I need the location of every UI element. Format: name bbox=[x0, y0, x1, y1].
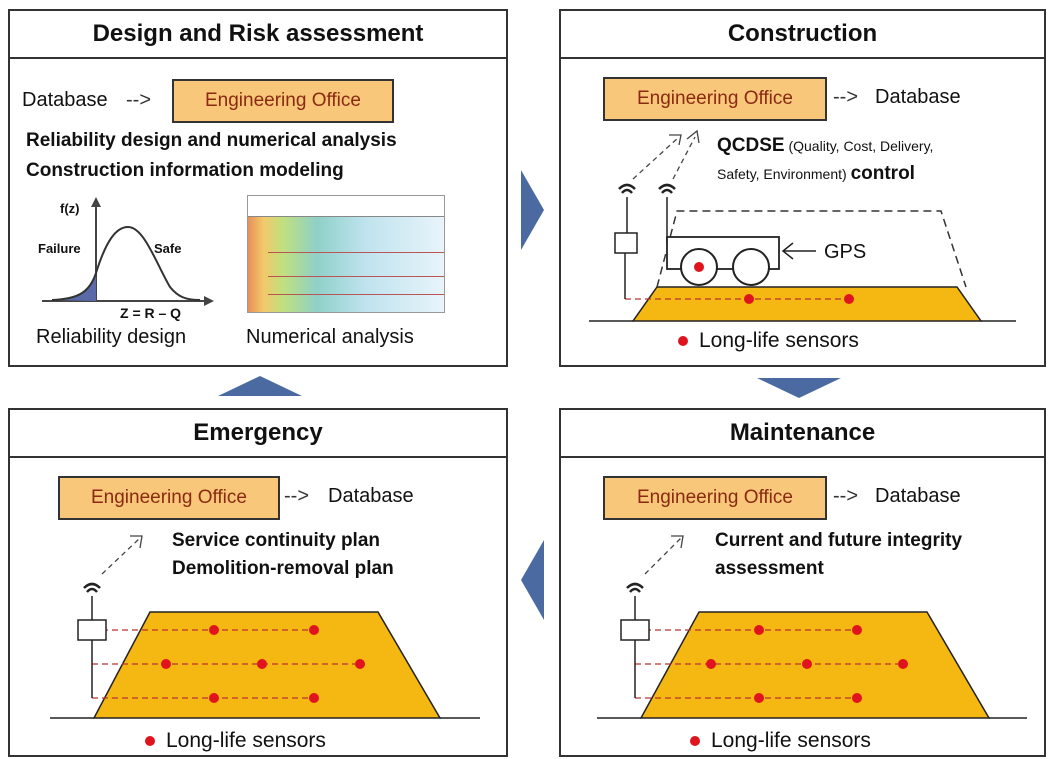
sensor-dot bbox=[257, 659, 267, 669]
emergency-line-1: Service continuity plan bbox=[172, 530, 380, 551]
maintenance-line-1: Current and future integrity bbox=[715, 530, 963, 551]
design-line-1: Reliability design and numerical analysi… bbox=[26, 130, 397, 151]
fz-label: f(z) bbox=[60, 201, 80, 216]
sensor-dot bbox=[209, 693, 219, 703]
sensors-legend-label: Long-life sensors bbox=[699, 329, 859, 352]
sensors-legend-label: Long-life sensors bbox=[166, 729, 326, 752]
panel-title: Construction bbox=[561, 11, 1044, 59]
database-label: Database bbox=[875, 485, 961, 507]
qcdse-detail: (Quality, Cost, Delivery, bbox=[788, 138, 934, 154]
dashed-arrow-icon: --> bbox=[833, 485, 858, 507]
arrow-left-icon bbox=[521, 540, 544, 620]
embankment-shape bbox=[639, 611, 991, 719]
sensor-dot bbox=[209, 625, 219, 635]
gps-label: GPS bbox=[824, 241, 867, 263]
panel-design: Design and Risk assessment Database --> … bbox=[8, 9, 508, 367]
sensor-dot bbox=[744, 294, 754, 304]
sensor-dot bbox=[754, 693, 764, 703]
arrow-down-icon bbox=[757, 378, 841, 398]
z-equation-label: Z = R – Q bbox=[120, 305, 182, 321]
panel-title: Design and Risk assessment bbox=[10, 11, 506, 59]
design-line-2: Construction information modeling bbox=[26, 160, 344, 181]
dashed-arrow-icon: --> bbox=[284, 485, 309, 507]
reliability-design-label: Reliability design bbox=[36, 326, 187, 348]
engineering-office-box: Engineering Office bbox=[603, 77, 827, 121]
panel-emergency: Emergency Engineering Office --> Databas… bbox=[8, 408, 508, 757]
embankment-shape bbox=[92, 611, 442, 719]
numerical-analysis-label: Numerical analysis bbox=[246, 326, 414, 348]
panel-maintenance: Maintenance Engineering Office --> Datab… bbox=[559, 408, 1046, 757]
sensors-legend-label: Long-life sensors bbox=[711, 729, 871, 752]
arrow-up-icon bbox=[218, 376, 302, 396]
sensor-legend-dot bbox=[690, 736, 700, 746]
engineering-office-box: Engineering Office bbox=[58, 476, 280, 520]
qcdse-detail-2: Safety, Environment) bbox=[717, 166, 847, 182]
dashed-arrow-icon: --> bbox=[833, 86, 858, 108]
construction-scene bbox=[589, 129, 1016, 346]
maintenance-line-2: assessment bbox=[715, 558, 824, 579]
sensor-dot bbox=[852, 693, 862, 703]
vehicle-wheel-icon bbox=[732, 248, 770, 286]
sensor-legend-dot bbox=[145, 736, 155, 746]
sensor-dot bbox=[161, 659, 171, 669]
panel-construction: Construction Engineering Office --> Data… bbox=[559, 9, 1046, 367]
engineering-office-box: Engineering Office bbox=[603, 476, 827, 520]
sensor-dot bbox=[706, 659, 716, 669]
sensor-dot bbox=[309, 693, 319, 703]
control-label: control bbox=[850, 163, 915, 184]
database-label: Database bbox=[22, 89, 108, 111]
wifi-icon bbox=[618, 183, 636, 194]
emergency-line-2: Demolition-removal plan bbox=[172, 558, 394, 579]
qcdse-label: QCDSE bbox=[717, 135, 785, 156]
sensor-dot bbox=[844, 294, 854, 304]
numerical-analysis-image bbox=[247, 195, 445, 313]
qcdse-text-2: Safety, Environment) control bbox=[717, 163, 915, 185]
arrow-right-icon bbox=[521, 170, 544, 250]
panel-title: Maintenance bbox=[561, 410, 1044, 458]
sensor-dot bbox=[355, 659, 365, 669]
qcdse-text: QCDSE (Quality, Cost, Delivery, bbox=[717, 135, 933, 157]
sensor-legend-dot bbox=[678, 336, 688, 346]
safe-label: Safe bbox=[154, 241, 182, 256]
maintenance-scene bbox=[597, 535, 1027, 746]
wifi-icon bbox=[83, 582, 101, 593]
database-label: Database bbox=[875, 86, 961, 108]
sensor-dot bbox=[309, 625, 319, 635]
embankment-shape bbox=[631, 286, 983, 322]
failure-label: Failure bbox=[38, 241, 81, 256]
sensor-dot bbox=[898, 659, 908, 669]
wifi-icon bbox=[626, 582, 644, 593]
panel-title: Emergency bbox=[10, 410, 506, 458]
emergency-scene bbox=[50, 535, 480, 746]
reliability-curve-icon bbox=[42, 197, 214, 306]
sensor-dot bbox=[852, 625, 862, 635]
sensor-box-icon bbox=[614, 232, 638, 254]
engineering-office-box: Engineering Office bbox=[172, 79, 394, 123]
dashed-arrow-icon: --> bbox=[126, 89, 151, 111]
wifi-icon bbox=[658, 183, 676, 194]
database-label: Database bbox=[328, 485, 414, 507]
sensor-dot bbox=[802, 659, 812, 669]
sensor-dot bbox=[754, 625, 764, 635]
